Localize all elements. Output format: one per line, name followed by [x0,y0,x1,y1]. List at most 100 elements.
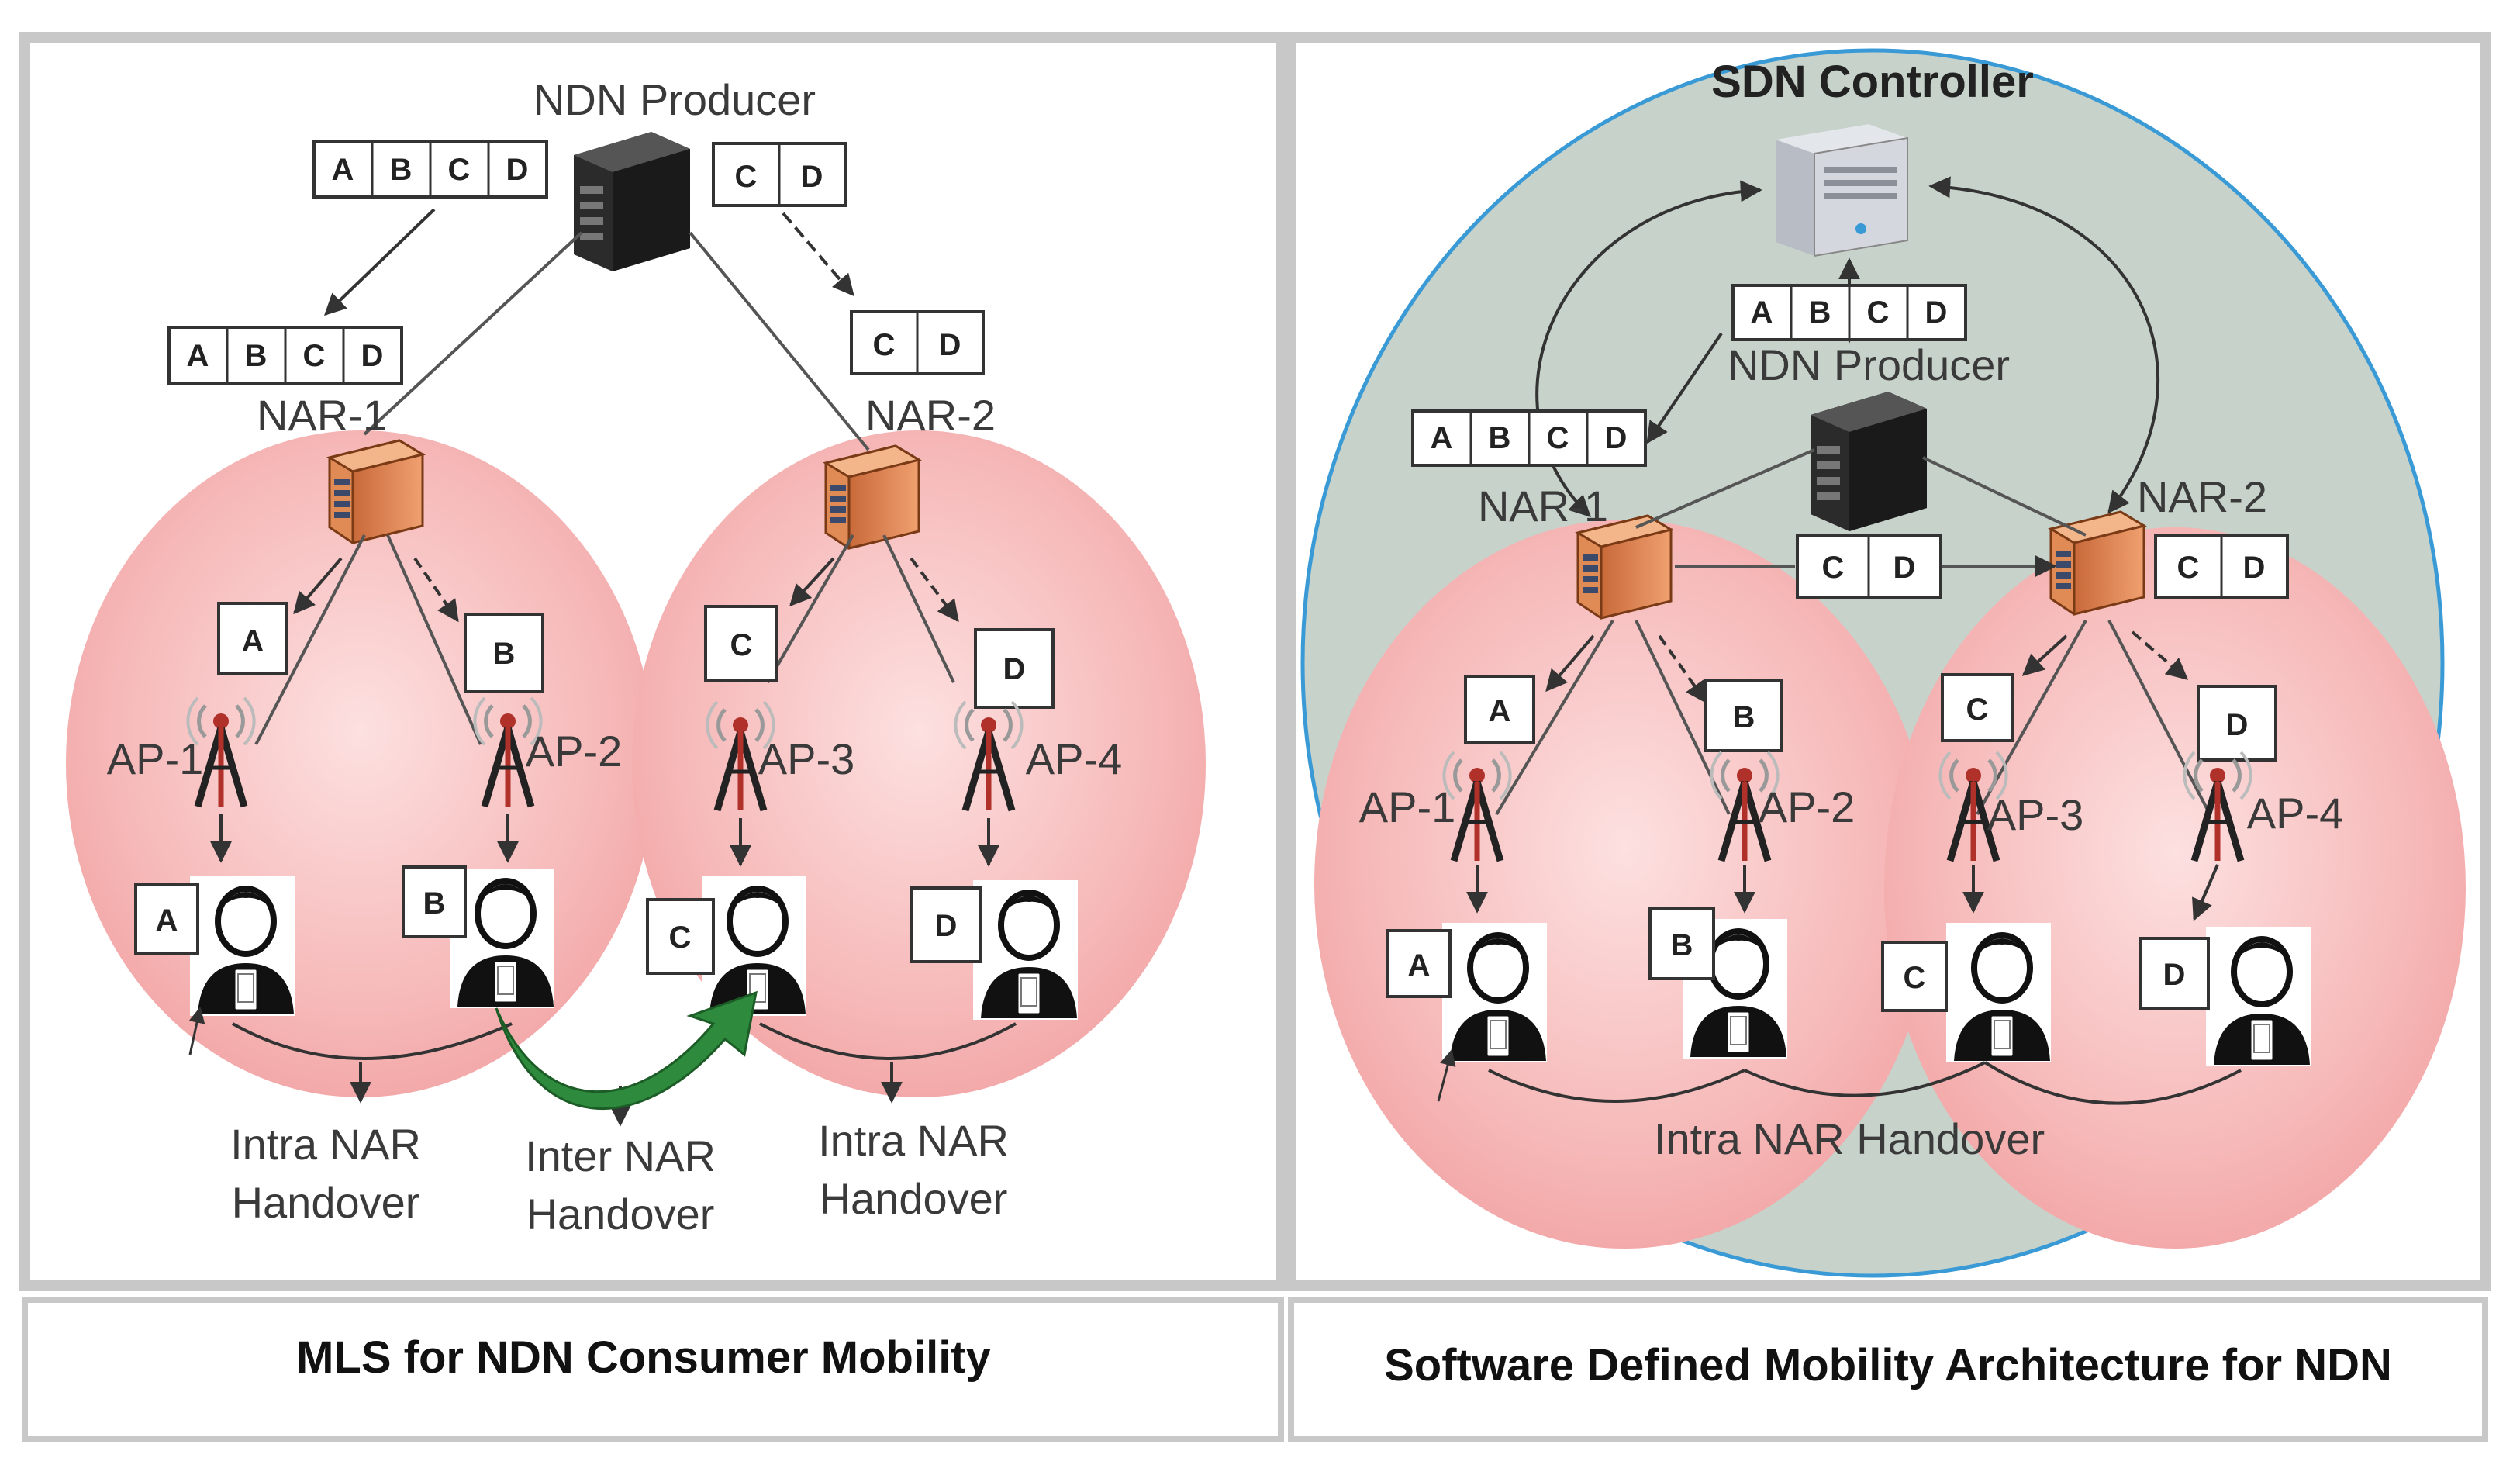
right-nar1-router-icon [1576,514,1673,620]
packet-label: C [669,921,692,955]
packet-label: C [873,328,896,362]
left-producer-label: NDN Producer [533,75,816,124]
right-ap1-label: AP-1 [1359,782,1456,831]
right-nar2-router-icon [2049,510,2145,616]
right-user-b-packet: B [1648,907,1715,980]
intra-handover-curve-1 [232,1022,513,1060]
left-ap4-packet: D [974,628,1055,709]
right-ap3-packet: C [1941,673,2014,742]
packet-label: A [332,153,354,187]
left-inter-handover-label-2: Handover [526,1190,715,1238]
packet-label: D [361,339,384,373]
packet-label: D [1925,295,1948,330]
right-link-packets: C D [1796,534,1942,599]
right-handover-curve-3 [1983,1061,2242,1105]
controller-nar2-link [1928,176,2159,514]
packet-label: C [730,628,753,662]
right-handover-curve-1 [1488,1069,1745,1103]
left-nar1-packets: A B C D [167,326,403,385]
right-ap2-packet: B [1704,679,1783,752]
link-nar1-ap2 [386,534,482,745]
left-user-c-packet: C [646,898,715,975]
sdn-controller-label: SDN Controller [1711,57,2034,107]
packet-label: C [1966,693,1989,727]
left-nar2-packets: C D [850,310,985,375]
packet-label: D [2243,551,2266,585]
left-user-b-packet: B [402,865,467,938]
packet-label: C [1867,295,1890,330]
packet-label: D [935,909,958,943]
arrow-right-ap4-user [2192,864,2219,921]
right-handover-curve-2 [1744,1061,1986,1097]
packet-label: A [187,339,209,373]
packet-label: A [1489,694,1511,728]
packet-label: D [2226,708,2249,742]
left-ap2-label: AP-2 [526,727,623,776]
intra-handover-curve-2 [759,1022,1017,1060]
right-user-a-packet: A [1386,929,1452,998]
left-inter-handover-label-1: Inter NAR [525,1131,716,1180]
arrow-right-ap4-packet [2131,630,2189,680]
arrow-to-ap1-packet [293,557,343,615]
link-right-nar1-ap1 [1495,619,1614,816]
packet-label: C [1822,551,1845,585]
packet-label: C [735,160,758,194]
right-nar1-label: NAR-1 [1478,482,1608,530]
packet-label: C [2177,551,2200,585]
right-user-d-packet: D [2139,937,2210,1010]
right-ap2-label: AP-2 [1759,782,1855,831]
right-ap1-packet: A [1464,675,1535,744]
left-ap1-packet: A [217,602,288,675]
arrow-right-user-a-move [1437,1048,1456,1102]
left-diagram: NDN Producer A B C D C D [66,75,1206,1383]
packet-label: A [1408,948,1431,983]
arrow-packets-to-nar1 [323,208,436,316]
link-nar2-ap3 [766,534,854,684]
right-nar1-packets: A B C D [1411,409,1647,467]
right-ap3-label: AP-3 [1987,790,2084,839]
arrow-to-ap2-packet [413,557,459,623]
link-producer-nar1 [363,231,583,436]
left-nar2-label: NAR-2 [865,391,996,440]
packet-label: D [2163,958,2186,992]
packet-label: D [1893,551,1916,585]
link-right-producer-nar1 [1635,448,1815,529]
left-ap2-packet: B [464,613,544,693]
left-user-a-packet: A [134,883,199,955]
arrow-right-ap2-packet [1658,634,1707,704]
packet-label: A [156,903,178,938]
left-caption-box [22,1297,1284,1442]
packet-label: C [448,153,471,187]
right-caption-box [1288,1297,2488,1442]
packet-label: C [1547,421,1569,455]
sdn-controller-server-icon [1776,124,1908,257]
left-ap4-label: AP-4 [1026,734,1123,783]
packet-label: B [1489,421,1511,455]
left-nar2-router-icon [824,444,920,550]
packet-label: B [390,153,413,187]
left-intra-handover-label-2: Handover [232,1178,420,1227]
arrow-right-ap1-packet [1545,634,1595,693]
left-nar1-router-icon [328,439,424,544]
packet-label: B [1733,700,1755,734]
arrow-user-a-move [188,1006,205,1055]
left-nar1-label: NAR-1 [257,391,387,440]
arrow-to-ap3-packet [789,557,835,607]
packet-label: A [1751,295,1773,330]
left-user-d-icon [973,880,1078,1020]
right-producer-server-icon [1811,392,1927,531]
arrow-to-ap4-packet [910,557,959,623]
left-user-a-icon [190,876,295,1016]
right-producer-label: NDN Producer [1728,340,2010,389]
right-user-c-icon [1946,923,2051,1062]
left-producer-packets-right: C D [712,142,847,207]
left-caption: MLS for NDN Consumer Mobility [296,1332,991,1383]
left-intra-handover-2-label-2: Handover [820,1174,1008,1223]
left-ap3-packet: C [704,605,778,682]
right-caption: Software Defined Mobility Architecture f… [1384,1340,2392,1390]
packet-label: D [1003,652,1026,686]
packet-label: D [939,328,961,362]
packet-label: A [1431,421,1453,455]
right-user-c-packet: C [1881,941,1948,1012]
